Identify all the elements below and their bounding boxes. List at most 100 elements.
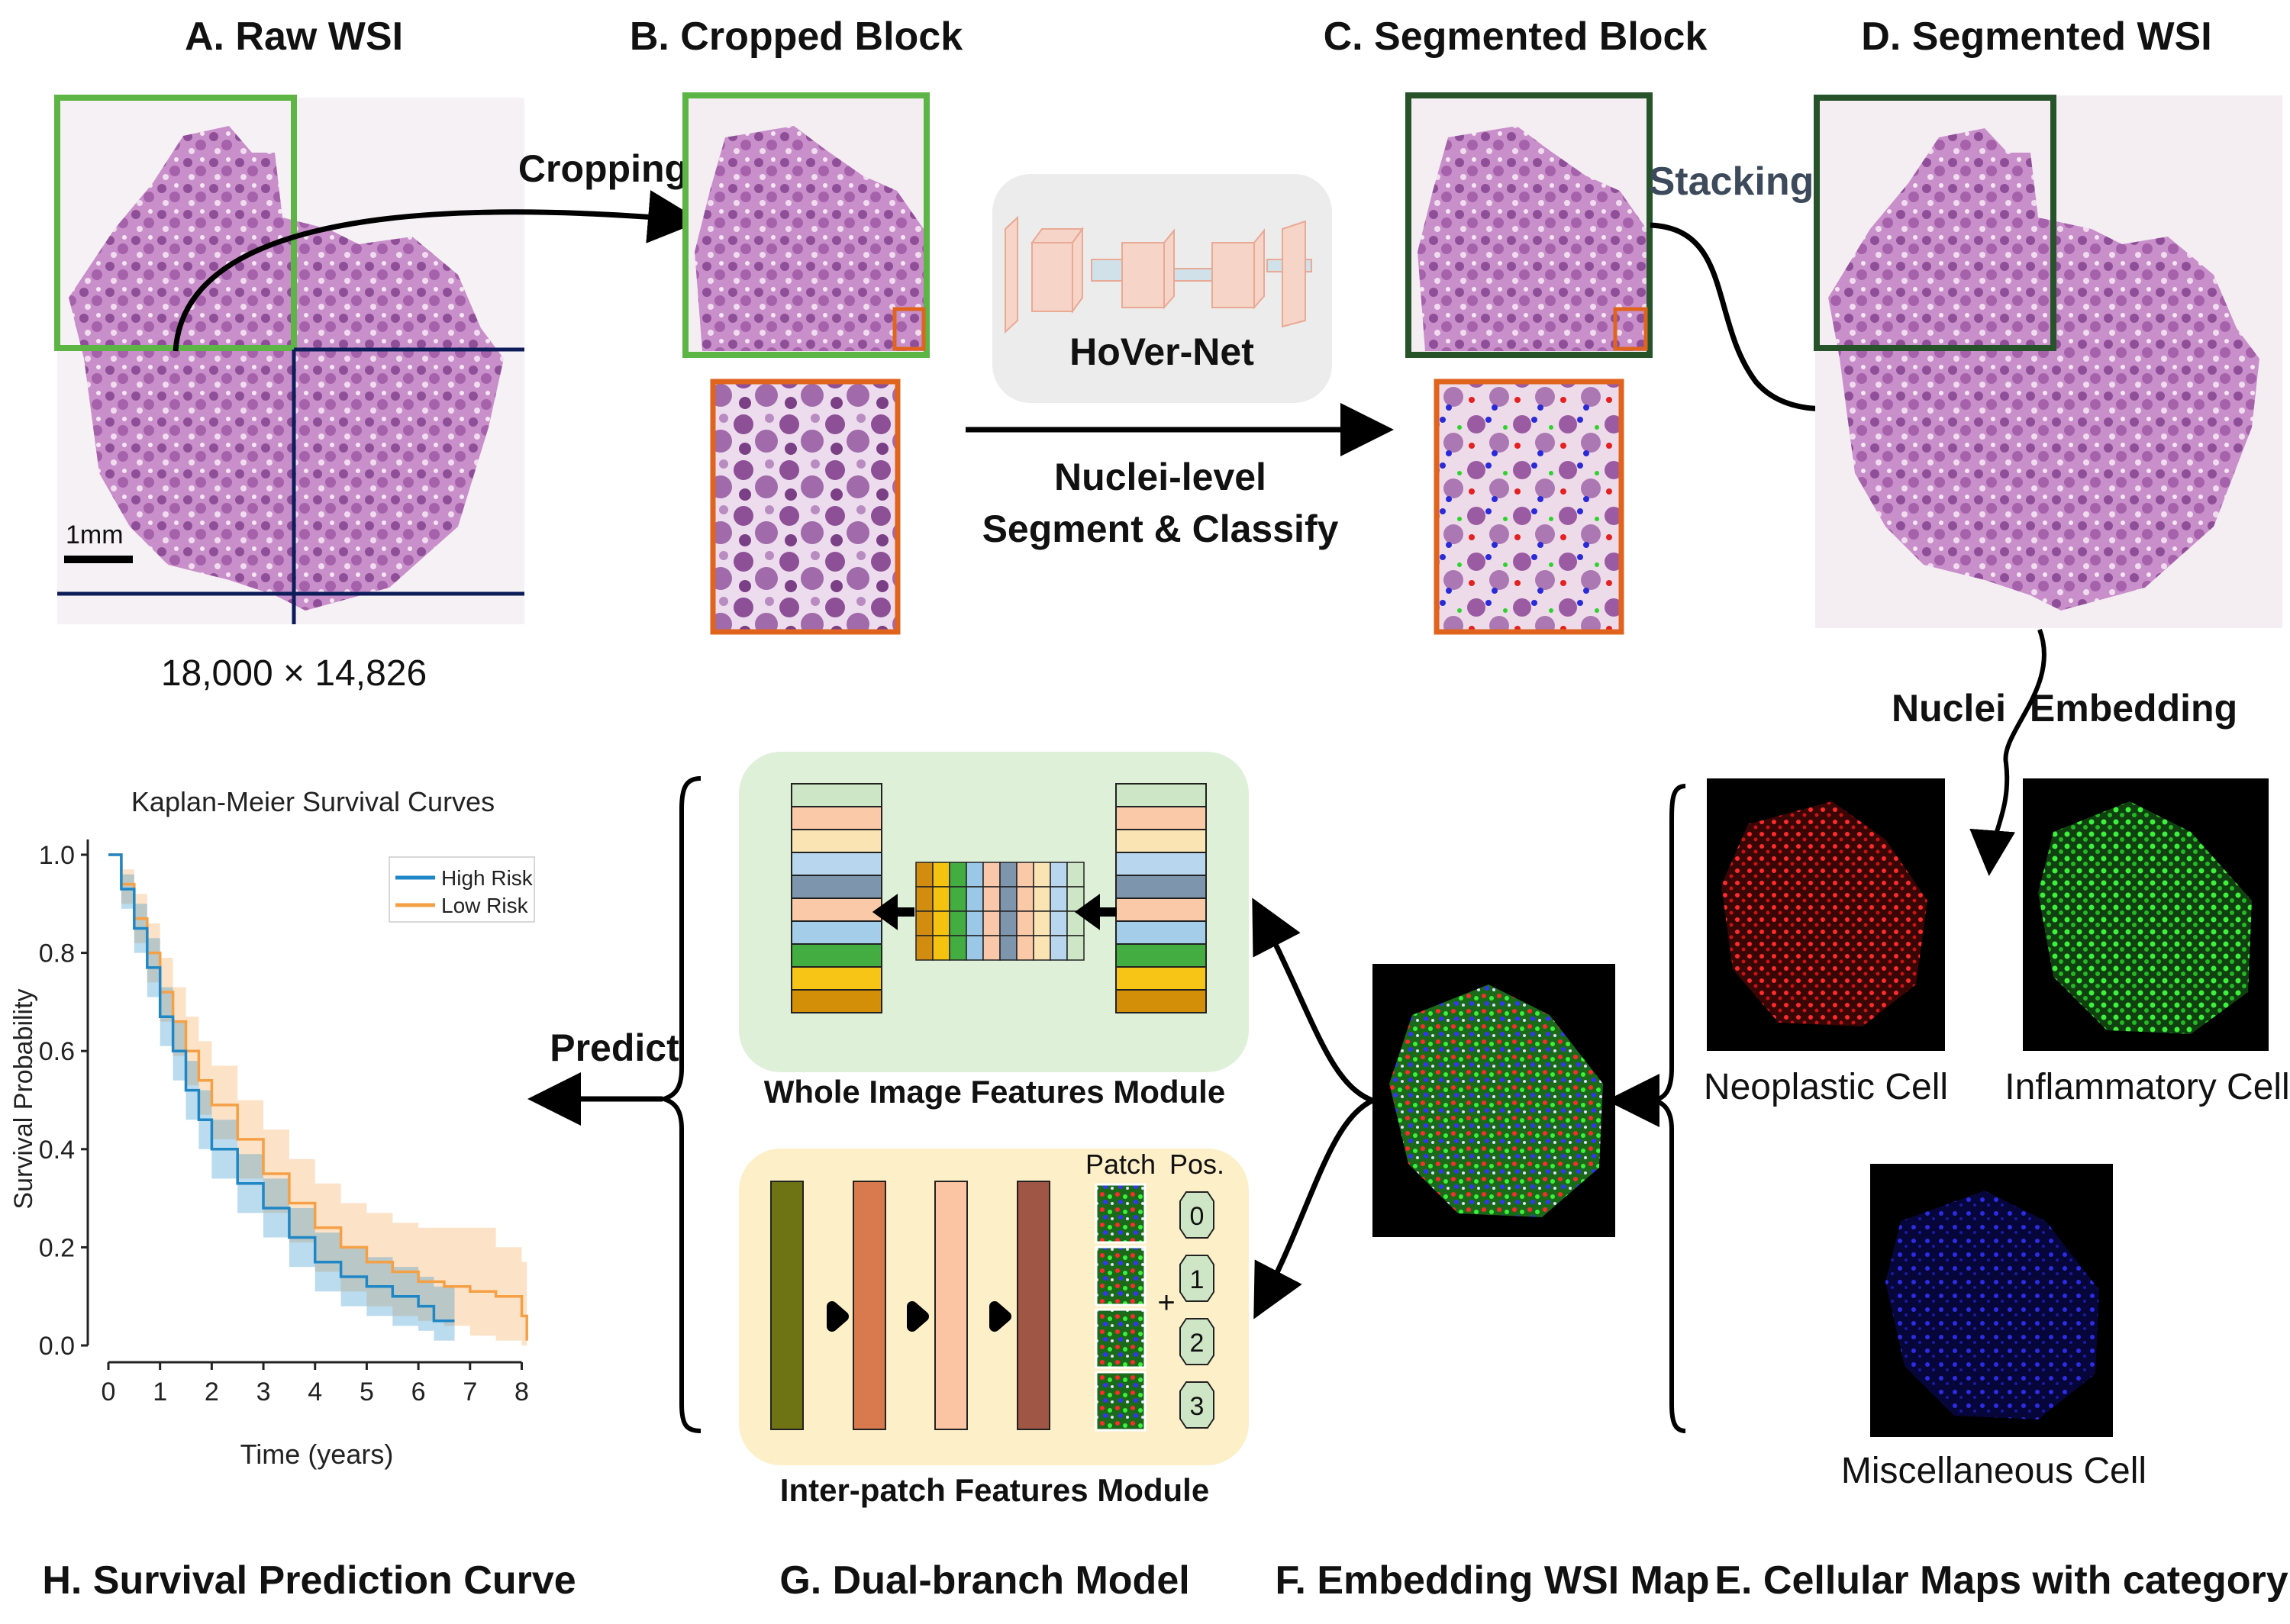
- inter-layer-bar: [934, 1181, 968, 1430]
- x-tick-label: 7: [463, 1378, 477, 1406]
- pos-token-label: 1: [1190, 1265, 1205, 1294]
- x-tick-label: 0: [102, 1378, 116, 1406]
- x-tick-label: 4: [308, 1378, 322, 1406]
- input-stack-block: [1115, 966, 1207, 991]
- concat-cell: [949, 910, 967, 936]
- output-stack-block: [791, 806, 882, 830]
- whole-module-label: Whole Image Features Module: [764, 1074, 1225, 1110]
- concat-cell: [1066, 862, 1085, 888]
- output-stack-block: [791, 989, 882, 1013]
- input-stack-block: [1115, 875, 1207, 899]
- pos-label: Pos.: [1169, 1149, 1224, 1180]
- concat-cell: [999, 862, 1018, 888]
- concat-feature-stack: [915, 862, 1085, 961]
- patch-tiles: [1095, 1183, 1147, 1432]
- y-tick-label: 0.0: [39, 1332, 75, 1361]
- inter-module-label: Inter-patch Features Module: [780, 1472, 1209, 1508]
- cropping-label: Cropping: [518, 147, 688, 190]
- panel-h-title: H. Survival Prediction Curve: [42, 1558, 576, 1603]
- concat-cell: [915, 862, 934, 888]
- embedding-arrow: [1969, 628, 2046, 876]
- pos-token: [1179, 1191, 1214, 1239]
- segment-classify-label: Segment & Classify: [982, 508, 1339, 550]
- concat-cell: [1016, 910, 1034, 936]
- concat-cell: [1016, 862, 1034, 888]
- concat-cell: [1050, 910, 1068, 936]
- hovernet-box: HoVer-Net: [992, 174, 1332, 403]
- concat-cell: [932, 886, 950, 912]
- input-stack-block: [1115, 783, 1207, 807]
- chart-ylabel: Survival Probability: [9, 988, 38, 1209]
- concat-cell: [932, 862, 950, 888]
- raw-wsi-tissue: [69, 126, 504, 611]
- concat-cell: [1033, 886, 1051, 912]
- input-stack-block: [1115, 989, 1207, 1013]
- zoomed-patch: [710, 379, 901, 635]
- input-stack-block: [1115, 829, 1207, 853]
- y-tick-label: 0.8: [39, 939, 75, 968]
- x-tick-label: 6: [411, 1378, 426, 1406]
- cropped-block-panel: [682, 92, 930, 635]
- segmented-zoomed-patch: [1434, 379, 1624, 635]
- segmented-zoom-box: [1613, 307, 1648, 351]
- survival-line-1: [108, 853, 528, 1341]
- concat-cell: [1033, 910, 1051, 936]
- scale-bar-label: 1mm: [66, 520, 124, 549]
- embedding-wsi-map: [1372, 964, 1615, 1237]
- concat-cell: [982, 862, 1001, 888]
- inter-arrow-1: [827, 1301, 849, 1332]
- inter-layer-bar: [853, 1181, 886, 1430]
- concat-cell: [966, 886, 984, 912]
- panel-a-title: A. Raw WSI: [185, 14, 403, 59]
- x-tick-label: 2: [205, 1378, 219, 1406]
- panel-c-title: C. Segmented Block: [1324, 14, 1708, 59]
- pos-token: [1179, 1318, 1214, 1365]
- concat-cell: [1033, 935, 1051, 961]
- chart-xlabel: Time (years): [240, 1439, 394, 1470]
- dimensions-label: 18,000 × 14,826: [161, 653, 427, 694]
- inter-layer-bar: [1017, 1181, 1050, 1430]
- concat-cell: [932, 935, 950, 961]
- ci-band-0: [108, 855, 455, 1341]
- pos-token-label: 3: [1190, 1392, 1205, 1421]
- output-stack-block: [791, 920, 882, 945]
- whole-arrow-1: [872, 894, 914, 930]
- cellular-maps-panel: Neoplastic Cell Inflammatory Cell Miscel…: [1652, 778, 2290, 1491]
- legend-label: High Risk: [441, 866, 534, 890]
- concat-cell: [966, 862, 984, 888]
- input-stack-block: [1115, 852, 1207, 876]
- panel-f-title: F. Embedding WSI Map: [1275, 1558, 1709, 1603]
- input-stack-block: [1115, 920, 1207, 945]
- segmented-wsi-panel: [1814, 95, 2282, 628]
- concat-cell: [1066, 935, 1085, 961]
- nuclei-label: Nuclei: [1892, 687, 2006, 730]
- x-tick-label: 1: [153, 1378, 167, 1406]
- misc-label: Miscellaneous Cell: [1841, 1451, 2146, 1491]
- zoom-region-box: [892, 307, 926, 351]
- inter-arrow-3: [989, 1301, 1011, 1332]
- survival-line-0: [108, 853, 455, 1323]
- km-chart: Kaplan-Meier Survival Curves Survival Pr…: [9, 786, 535, 1470]
- network-icon: [1005, 215, 1312, 334]
- whole-arrow-2: [1074, 894, 1117, 930]
- segmented-wsi-tissue: [1828, 128, 2259, 611]
- output-stack-block: [791, 852, 882, 876]
- concat-cell: [1033, 862, 1051, 888]
- concat-cell: [999, 886, 1018, 912]
- concat-cell: [982, 910, 1001, 936]
- chart-title: Kaplan-Meier Survival Curves: [131, 786, 495, 817]
- stacking-label: Stacking: [1649, 160, 1814, 204]
- cropping-arrow: [173, 190, 702, 352]
- inflammatory-label: Inflammatory Cell: [2005, 1067, 2289, 1107]
- patch-tile: [1095, 1245, 1147, 1307]
- pos-token-label: 0: [1190, 1202, 1205, 1231]
- concat-cell: [966, 910, 984, 936]
- x-tick-label: 8: [514, 1378, 529, 1406]
- patch-tile: [1095, 1183, 1147, 1244]
- concat-cell: [999, 935, 1018, 961]
- model-brace: [656, 776, 702, 1433]
- concat-cell: [1050, 935, 1068, 961]
- segmented-block-panel: [1405, 92, 1653, 635]
